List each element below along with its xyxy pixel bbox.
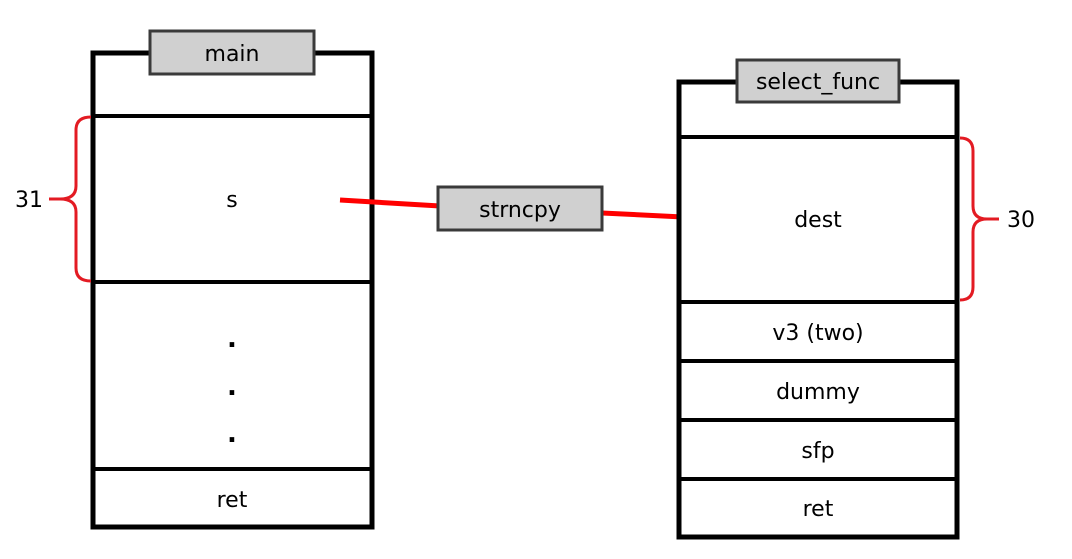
copy-function-box	[436, 185, 604, 232]
select-func-slot-v3: v3 (two)	[772, 321, 863, 346]
select-func-size-label: 30	[1007, 208, 1035, 233]
select-func-size-bracket	[959, 136, 988, 302]
select-func-stack-frame	[676, 79, 960, 540]
main-title-box	[148, 29, 316, 76]
main-ret-label: ret	[217, 488, 248, 513]
select-func-stack-outline	[676, 79, 960, 540]
select-func-title-tag: select_func	[735, 58, 901, 104]
select-func-title-box	[735, 58, 901, 104]
select-func-slot-dummy: dummy	[776, 380, 860, 405]
main-title-tag: main	[148, 29, 316, 76]
select-func-slot-ret: ret	[803, 497, 834, 522]
main-stack-outline	[90, 50, 375, 530]
select-func-title-label: select_func	[756, 70, 880, 95]
main-size-label: 31	[15, 188, 43, 213]
main-ellipsis-dot-1: .	[227, 324, 237, 354]
copy-arrow-left	[339, 197, 441, 209]
copy-function-label: strncpy	[479, 198, 561, 223]
select-func-buffer-label: dest	[794, 208, 842, 233]
main-ellipsis-dot-3: .	[227, 419, 237, 449]
main-ellipsis-dot-2: .	[227, 372, 237, 402]
main-size-bracket	[59, 115, 92, 283]
select-func-slot-sfp: sfp	[801, 439, 834, 464]
main-title-label: main	[205, 42, 260, 67]
main-buffer-label: s	[226, 188, 237, 213]
main-stack-frame	[90, 50, 375, 530]
copy-function-tag: strncpy	[436, 185, 604, 232]
